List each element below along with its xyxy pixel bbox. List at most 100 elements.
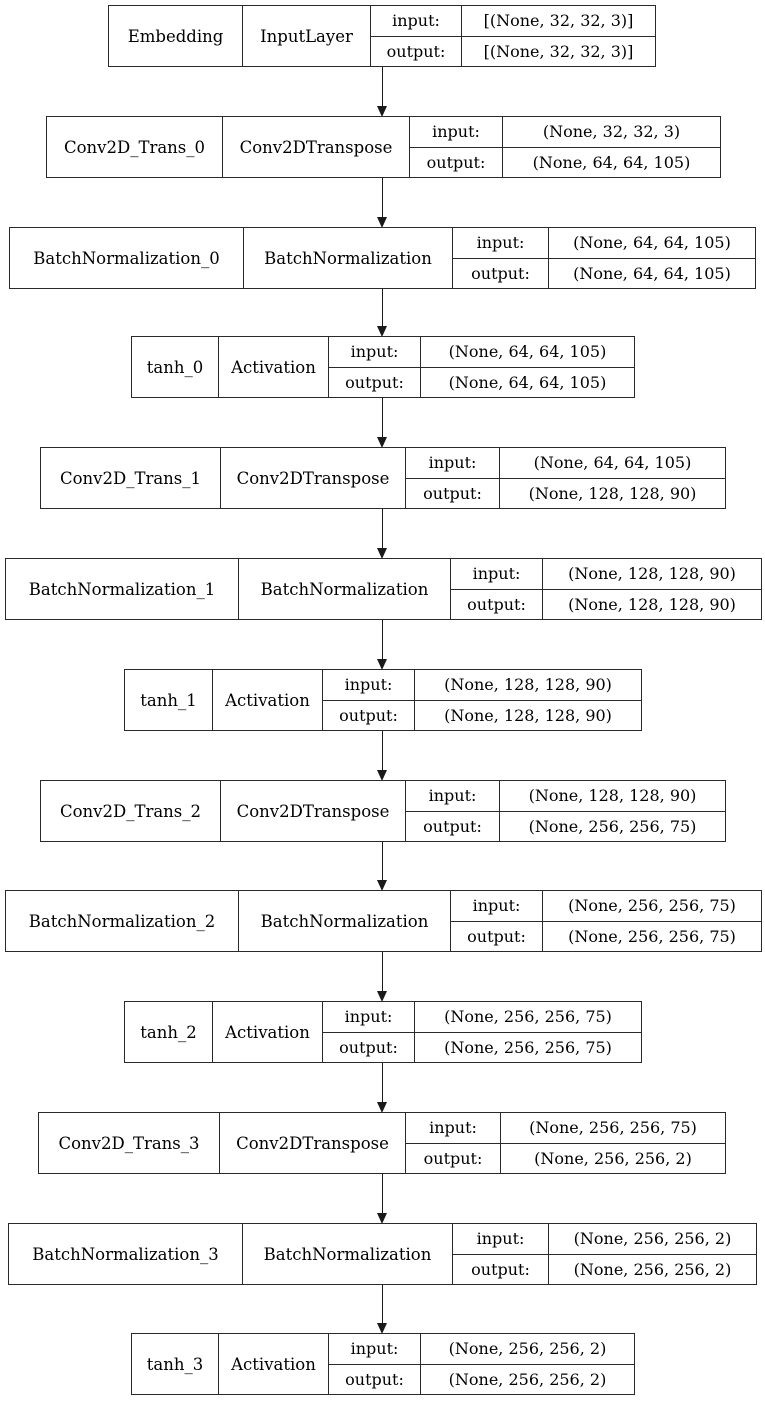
- layer-output-row: output:(None, 256, 256, 2): [329, 1364, 634, 1394]
- layer-input-row: input:(None, 32, 32, 3): [410, 117, 720, 148]
- layer-io-table: input: (None, 64, 64, 105) output: (None, 1…: [406, 448, 725, 508]
- layer-input-shape: [(None, 32, 32, 3)]: [483, 11, 634, 31]
- layer-input-row: input:(None, 256, 256, 2): [453, 1224, 756, 1255]
- layer-name: Embedding: [109, 6, 243, 66]
- layer-output-shape: (None, 128, 128, 90): [444, 705, 612, 725]
- edge-arrowhead-0: [377, 106, 388, 117]
- layer-output-row: output: (None, 64, 64, 105): [329, 367, 634, 397]
- layer-class: Activation: [213, 670, 323, 730]
- layer-output-shape: (None, 256, 256, 2): [534, 1148, 692, 1168]
- edge-arrow-1: [382, 178, 383, 218]
- layer-io-table: input: (None, 128, 128, 90) output:(None, …: [406, 781, 725, 841]
- layer-output-row: output: (None, 128, 128, 90): [323, 700, 641, 730]
- layer-output-shape: (None, 256, 256, 2): [573, 1259, 732, 1279]
- layer-input-row: input: (None, 128, 128, 90): [406, 781, 725, 812]
- layer-io-table: input: (None, 128, 128, 90)output: (None, …: [451, 559, 761, 619]
- layer-input-label: input:: [323, 1002, 415, 1032]
- layer-output-row: output:(None, 256, 256, 2): [453, 1254, 756, 1284]
- layer-output-shape: (None, 64, 64, 105): [532, 152, 691, 172]
- layer-input-label: input:: [406, 781, 500, 811]
- layer-class: BatchNormalization: [244, 228, 453, 288]
- layer-class: Activation: [219, 337, 329, 397]
- edge-arrowhead-11: [377, 1323, 388, 1334]
- edge-arrow-6: [382, 731, 383, 771]
- edge-arrowhead-1: [377, 217, 388, 228]
- layer-input-shape: (None, 256, 256, 75): [568, 896, 736, 916]
- layer-output-row: output:(None, 256, 256, 75): [451, 921, 761, 951]
- layer-input-shape: (None, 256, 256, 75): [444, 1007, 612, 1027]
- layer-input-label: input:: [453, 228, 549, 258]
- layer-input-shape: (None, 128, 128, 90): [444, 675, 612, 695]
- edge-arrow-11: [382, 1285, 383, 1324]
- layer-output-label: output:: [406, 478, 500, 508]
- layer-input-label: input:: [406, 448, 500, 478]
- layer-input-row: input:[(None, 32, 32, 3)]: [371, 6, 655, 37]
- layer-output-shape: (None, 64, 64, 105): [448, 372, 607, 392]
- layer-output-row: output:(None, 64, 64, 105): [410, 147, 720, 177]
- layer-output-label: output:: [323, 1032, 415, 1062]
- edge-arrow-5: [382, 620, 383, 660]
- layer-io-table: input: (None, 64, 64, 105)output: (None, 6…: [453, 228, 755, 288]
- layer-class: Conv2DTranspose: [221, 781, 406, 841]
- layer-input-row: input: (None, 128, 128, 90): [451, 559, 761, 590]
- layer-output-label: output:: [453, 258, 549, 288]
- layer-input-shape: (None, 128, 128, 90): [568, 564, 736, 584]
- layer-io-table: input:(None, 256, 256, 2)output:(None, 2…: [453, 1224, 756, 1284]
- layer-name: Conv2D_Trans_1: [41, 448, 221, 508]
- layer-output-row: output: (None, 64, 64, 105): [453, 258, 755, 288]
- layer-name: BatchNormalization_3: [9, 1224, 243, 1284]
- edge-arrow-0: [382, 67, 383, 107]
- layer-class: BatchNormalization: [239, 891, 451, 951]
- layer-class: BatchNormalization: [243, 1224, 453, 1284]
- layer-name: Conv2D_Trans_2: [41, 781, 221, 841]
- layer-name: tanh_2: [125, 1002, 213, 1062]
- layer-output-row: output:[(None, 32, 32, 3)]: [371, 36, 655, 66]
- edge-arrow-9: [382, 1063, 383, 1103]
- layer-class: Conv2DTranspose: [220, 1113, 406, 1173]
- layer-output-shape: [(None, 32, 32, 3)]: [483, 41, 634, 61]
- layer-output-label: output:: [451, 921, 543, 951]
- layer-output-shape: (None, 128, 128, 90): [528, 483, 697, 503]
- layer-input-row: input: (None, 256, 256, 75): [323, 1002, 641, 1033]
- layer-name: tanh_0: [132, 337, 219, 397]
- layer-output-label: output:: [329, 367, 421, 397]
- layer-output-label: output:: [323, 700, 415, 730]
- layer-input-label: input:: [329, 1334, 421, 1364]
- layer-input-label: input:: [323, 670, 415, 700]
- layer-name: BatchNormalization_2: [6, 891, 239, 951]
- edge-arrow-7: [382, 842, 383, 881]
- layer-output-shape: (None, 256, 256, 75): [444, 1037, 612, 1057]
- edge-arrow-4: [382, 509, 383, 549]
- layer-input-label: input:: [329, 337, 421, 367]
- layer-name: Conv2D_Trans_3: [39, 1113, 220, 1173]
- edge-arrowhead-2: [377, 326, 388, 337]
- layer-io-table: input:[(None, 32, 32, 3)]output:[(None, …: [371, 6, 655, 66]
- layer-output-shape: (None, 64, 64, 105): [573, 263, 731, 283]
- layer-io-table: input: (None, 64, 64, 105)output: (None, 6…: [329, 337, 634, 397]
- layer-output-shape: (None, 256, 256, 75): [528, 816, 697, 836]
- layer-output-row: output: (None, 128, 128, 90): [406, 478, 725, 508]
- layer-output-row: output:(None, 256, 256, 75): [406, 811, 725, 841]
- layer-output-label: output:: [451, 589, 543, 619]
- layer-input-row: input: (None, 128, 128, 90): [323, 670, 641, 701]
- layer-class: Conv2DTranspose: [221, 448, 406, 508]
- edge-arrowhead-4: [377, 548, 388, 559]
- layer-name: tanh_3: [132, 1334, 219, 1394]
- layer-input-row: input:(None, 256, 256, 75): [451, 891, 761, 922]
- layer-input-label: input:: [451, 559, 543, 589]
- layer-input-shape: (None, 128, 128, 90): [528, 786, 697, 806]
- layer-input-shape: (None, 64, 64, 105): [533, 453, 692, 473]
